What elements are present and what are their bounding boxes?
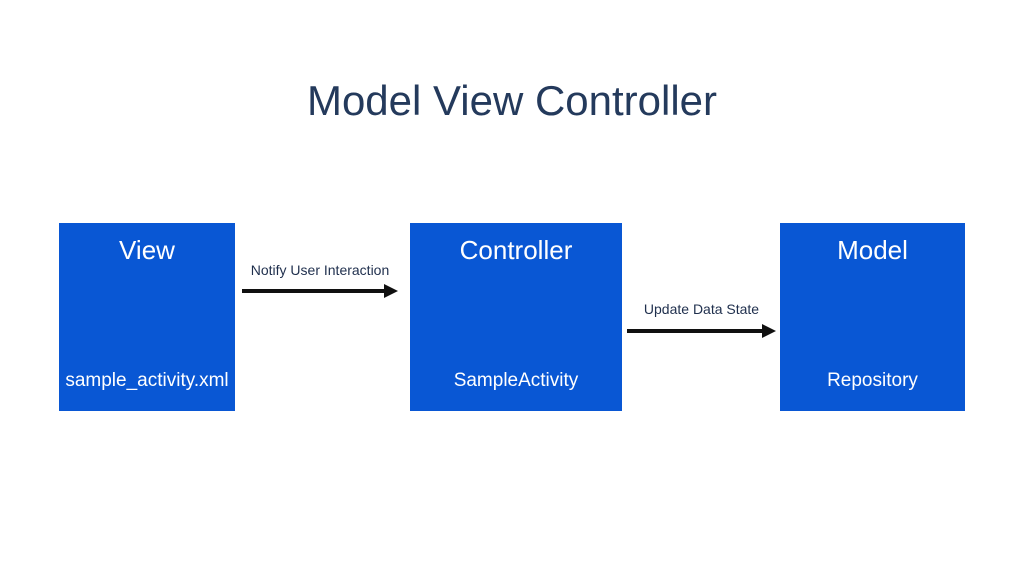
arrow-head-icon [762,324,776,338]
arrow-head-icon [384,284,398,298]
arrow-controller-to-model: Update Data State [627,301,776,338]
right-arrow-icon [627,324,776,338]
box-controller: Controller SampleActivity [410,223,622,411]
box-model-title: Model [837,235,908,265]
arrow-view-to-controller: Notify User Interaction [242,262,398,298]
arrow-view-to-controller-label: Notify User Interaction [250,262,390,278]
box-view: View sample_activity.xml [59,223,235,411]
box-model: Model Repository [780,223,965,411]
arrow-line [627,329,762,333]
slide-title: Model View Controller [306,77,718,124]
arrow-line [242,289,384,293]
box-view-subtitle: sample_activity.xml [65,370,229,391]
box-controller-subtitle: SampleActivity [453,370,579,391]
box-view-title: View [119,235,175,265]
arrow-controller-to-model-label: Update Data State [643,301,760,317]
box-controller-title: Controller [459,235,573,265]
box-model-subtitle: Repository [827,370,918,391]
right-arrow-icon [242,284,398,298]
